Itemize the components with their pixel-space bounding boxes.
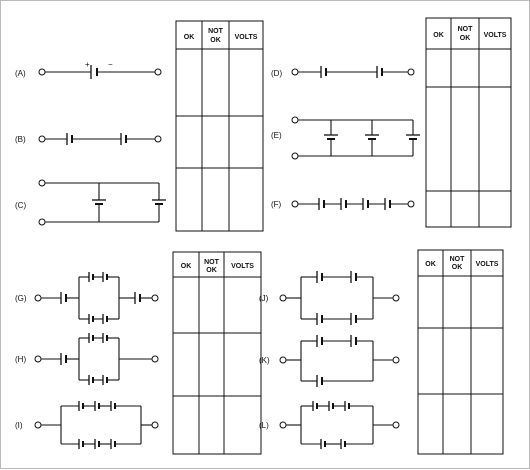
terminal — [392, 294, 400, 302]
plus-sign: + — [85, 60, 90, 69]
terminal — [291, 200, 299, 208]
terminal — [392, 421, 400, 429]
col-header-not-ok: OK — [460, 35, 471, 42]
minus-sign: − — [108, 60, 113, 69]
terminal — [392, 356, 400, 364]
answer-table-4: OK NOT OK VOLTS — [417, 249, 504, 455]
circuit-i — [34, 401, 159, 449]
circuit-f — [291, 198, 415, 210]
col-header-volts: VOLTS — [235, 34, 258, 41]
circuit-label-a: (A) — [15, 69, 26, 78]
circuit-label-j: (J) — [259, 294, 269, 303]
terminal — [34, 355, 42, 363]
circuit-label-h: (H) — [15, 355, 26, 364]
answer-table-3: OK NOT OK VOLTS — [172, 251, 262, 455]
terminal — [279, 294, 287, 302]
circuit-b — [38, 133, 162, 145]
circuit-label-g: (G) — [15, 294, 27, 303]
terminal — [38, 68, 46, 76]
col-header-ok: OK — [425, 261, 436, 268]
col-header-not: NOT — [450, 256, 466, 263]
col-header-not-ok: OK — [452, 264, 463, 271]
col-header-volts: VOLTS — [484, 32, 507, 39]
col-header-not: NOT — [208, 28, 224, 35]
col-header-not: NOT — [204, 259, 220, 266]
terminal — [151, 421, 159, 429]
col-header-volts: VOLTS — [231, 263, 254, 270]
col-header-ok: OK — [184, 34, 195, 41]
col-header-ok: OK — [433, 32, 444, 39]
answer-table-1: OK NOT OK VOLTS — [175, 20, 264, 232]
circuit-j — [279, 271, 400, 325]
col-header-not-ok: OK — [210, 37, 221, 44]
terminal — [279, 356, 287, 364]
terminal — [407, 68, 415, 76]
circuit-label-c: (C) — [15, 201, 26, 210]
circuit-label-d: (D) — [271, 69, 282, 78]
terminal — [38, 218, 46, 226]
terminal — [34, 421, 42, 429]
circuit-label-i: (I) — [15, 421, 23, 430]
circuit-label-k: (K) — [259, 356, 270, 365]
terminal — [151, 355, 159, 363]
terminal — [407, 200, 415, 208]
circuit-a — [38, 65, 162, 79]
circuit-label-b: (B) — [15, 135, 26, 144]
terminal — [34, 294, 42, 302]
circuit-h — [34, 333, 159, 385]
terminal — [154, 135, 162, 143]
terminal — [151, 294, 159, 302]
circuit-label-e: (E) — [271, 131, 282, 140]
circuit-c — [38, 179, 166, 226]
circuit-l — [279, 401, 400, 449]
circuit-k — [279, 335, 400, 387]
circuit-label-l: (L) — [259, 421, 269, 430]
circuit-label-f: (F) — [271, 200, 282, 209]
col-header-not: NOT — [458, 26, 474, 33]
col-header-volts: VOLTS — [476, 261, 499, 268]
circuit-g — [34, 272, 159, 324]
terminal — [291, 116, 299, 124]
terminal — [154, 68, 162, 76]
col-header-ok: OK — [181, 263, 192, 270]
answer-table-2: OK NOT OK VOLTS — [425, 17, 512, 228]
terminal — [279, 421, 287, 429]
circuit-e — [291, 116, 420, 160]
terminal — [38, 135, 46, 143]
terminal — [291, 68, 299, 76]
terminal — [38, 179, 46, 187]
circuit-d — [291, 66, 415, 78]
terminal — [291, 152, 299, 160]
col-header-not-ok: OK — [206, 267, 217, 274]
